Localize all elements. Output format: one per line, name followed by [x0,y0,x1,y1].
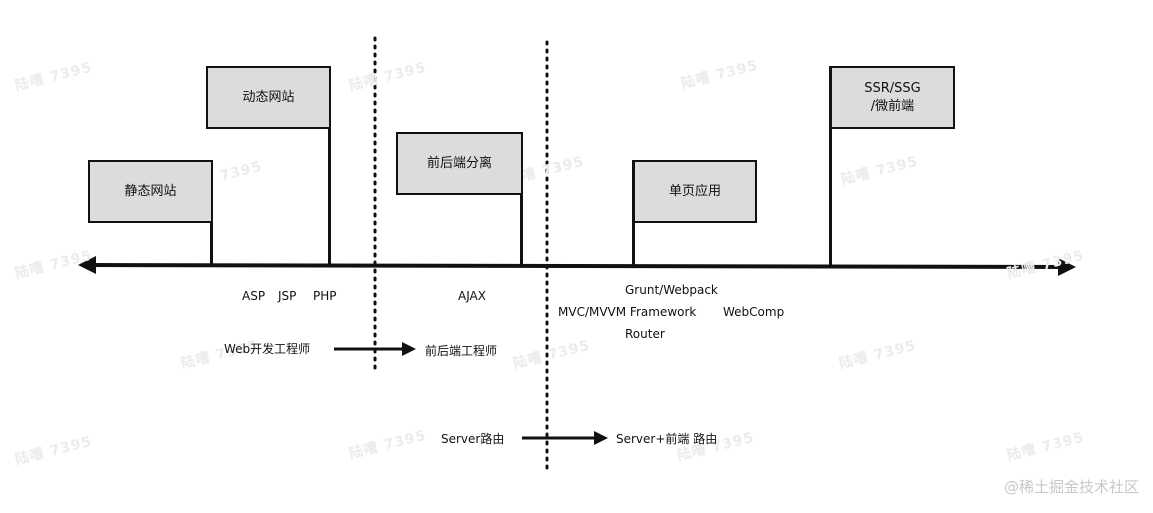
timeline-axis [89,263,1067,269]
label-webcomp: WebComp [723,305,785,319]
label-router: Router [625,327,665,341]
label-mvc-mvvm: MVC/MVVM Framework [558,305,697,319]
label-jsp: JSP [278,289,297,303]
timeline-arrow-left [78,256,96,274]
timeline-arrow-right [1058,258,1076,276]
flag-pole-dynamic-site [328,66,331,265]
site-watermark: @稀土掘金技术社区 [1003,478,1139,496]
label-grunt-webpack: Grunt/Webpack [625,283,718,297]
label-server-routing: Server路由 [441,432,505,446]
role-arrow-head [402,342,416,356]
routing-arrow-head [594,431,608,445]
label-web-developer: Web开发工程师 [224,342,311,356]
label-server-frontend-routing: Server+前端 路由 [616,432,718,446]
flag-spa: 单页应用 [633,160,757,223]
flag-dynamic-site: 动态网站 [206,66,331,129]
label-fe-be-developer: 前后端工程师 [425,344,498,358]
flag-ssr-ssg: SSR/SSG /微前端 [830,66,955,129]
label-ajax: AJAX [458,289,486,303]
label-asp: ASP [242,289,266,303]
flag-pole-ssr-ssg [829,66,832,267]
flag-static-site: 静态网站 [88,160,213,223]
label-php: PHP [313,289,337,303]
flag-pole-fe-be-separation [520,132,523,266]
flag-fe-be-separation: 前后端分离 [396,132,523,195]
